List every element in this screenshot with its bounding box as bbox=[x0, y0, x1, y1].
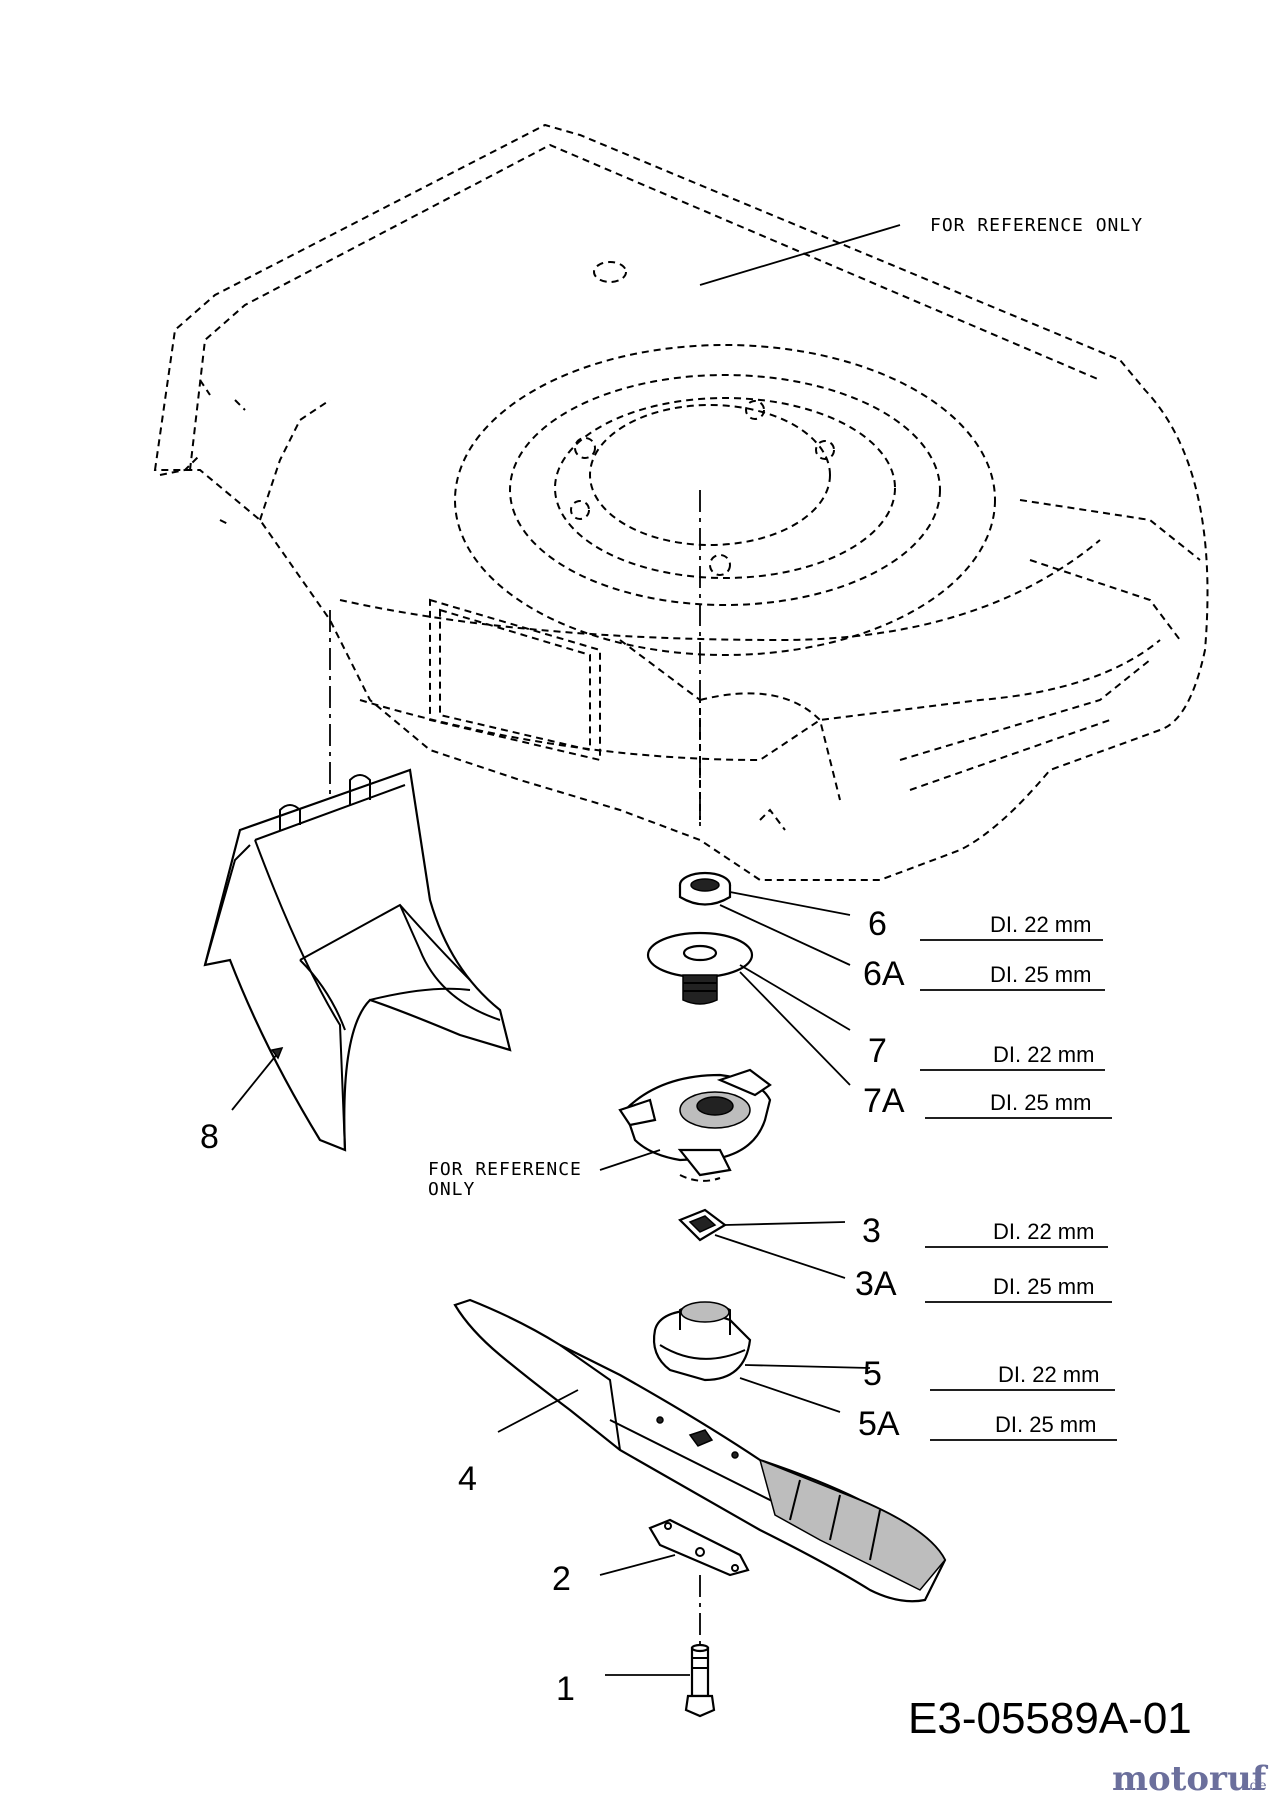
callout-7-spec: DI. 22 mm bbox=[993, 1042, 1094, 1067]
callout-1-label: 1 bbox=[556, 1670, 575, 1708]
callout-6A-leader bbox=[719, 904, 851, 966]
callout-6A-spec: DI. 25 mm bbox=[990, 962, 1091, 987]
callout-4-leader bbox=[497, 1389, 579, 1433]
callout-3-spec: DI. 22 mm bbox=[993, 1219, 1094, 1244]
callout-table: 6 DI. 22 mm 6A DI. 25 mm 7 DI. 22 mm 7A … bbox=[855, 905, 1117, 1443]
blade-clutch-reference bbox=[618, 1068, 772, 1182]
callout-5-spec: DI. 22 mm bbox=[998, 1362, 1099, 1387]
callout-6-label: 6 bbox=[868, 905, 887, 943]
callout-7-leader bbox=[739, 964, 851, 1031]
callout-8-arrow bbox=[270, 1046, 284, 1060]
watermark-logo: motoruf .de bbox=[1112, 1759, 1269, 1799]
callout-2-label: 2 bbox=[552, 1560, 571, 1598]
callout-5-leader bbox=[744, 1364, 871, 1369]
deck-reference-note: FOR REFERENCE ONLY bbox=[930, 215, 1143, 236]
callout-7A-spec: DI. 25 mm bbox=[990, 1090, 1091, 1115]
callout-5A-leader bbox=[739, 1377, 841, 1413]
callout-8-label: 8 bbox=[200, 1118, 219, 1156]
mower-deck bbox=[153, 123, 1209, 881]
drawing-code: E3-05589A-01 bbox=[908, 1694, 1192, 1743]
callout-6-spec: DI. 22 mm bbox=[990, 912, 1091, 937]
callout-5A-spec: DI. 25 mm bbox=[995, 1412, 1096, 1437]
callout-7A-label: 7A bbox=[863, 1082, 905, 1120]
callout-5A-label: 5A bbox=[858, 1405, 900, 1443]
callout-2-leader bbox=[599, 1554, 676, 1576]
callout-3A-spec: DI. 25 mm bbox=[993, 1274, 1094, 1299]
callout-3-label: 3 bbox=[862, 1212, 881, 1250]
callout-3A-leader bbox=[714, 1234, 846, 1279]
callout-7A-leader bbox=[739, 971, 851, 1086]
watermark-tld: .de bbox=[1245, 1778, 1267, 1794]
callout-6-leader bbox=[729, 891, 851, 916]
callout-8-leader bbox=[231, 1047, 283, 1111]
callout-7-label: 7 bbox=[868, 1032, 887, 1070]
adapter-part-7 bbox=[646, 931, 754, 1005]
blade-adapter-part-5 bbox=[652, 1301, 752, 1382]
callout-4-label: 4 bbox=[458, 1460, 477, 1498]
bolt-part-1 bbox=[684, 1643, 716, 1718]
callout-6A-label: 6A bbox=[863, 955, 905, 993]
bushing-part-6 bbox=[678, 871, 732, 906]
clutch-leader bbox=[599, 1149, 661, 1171]
callout-3-leader bbox=[724, 1221, 846, 1226]
deck-leader bbox=[699, 224, 901, 286]
mower-blade-part-4 bbox=[453, 1298, 947, 1603]
callout-5-label: 5 bbox=[863, 1355, 882, 1393]
stiffener-plate-part-2 bbox=[648, 1518, 750, 1577]
clutch-reference-note-line1: FOR REFERENCE bbox=[428, 1159, 582, 1180]
clutch-reference-note-line2: ONLY bbox=[428, 1179, 475, 1200]
callout-3A-label: 3A bbox=[855, 1265, 897, 1303]
grass-deflector bbox=[203, 768, 512, 1152]
watermark-brand: motoruf bbox=[1112, 1759, 1269, 1799]
